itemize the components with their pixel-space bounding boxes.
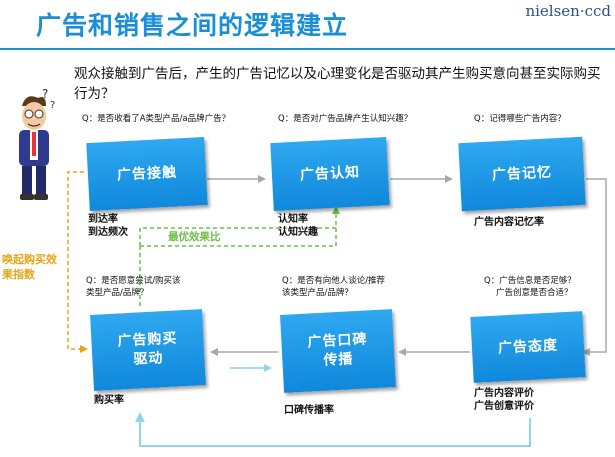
stage-contact-question: Q：是否收看了A类型产品/a品牌广告？ — [82, 114, 231, 124]
stage-box-label: 广告认知 — [299, 163, 361, 184]
best-effect-label: 最优效果比 — [168, 231, 221, 243]
stage-cognition-question: Q：是否对广告品牌产生认知兴趣？ — [278, 114, 413, 124]
stage-attitude-metric-2: 广告创意评价 — [474, 401, 534, 412]
stage-memory-metric-1: 广告内容记忆率 — [474, 217, 544, 228]
best-effect-dashed-line — [139, 212, 337, 246]
stage-box-word-of-mouth: 广告口碑 传播 — [280, 309, 396, 393]
stage-box-label-line-1: 广告购买 — [117, 330, 178, 350]
stage-box-ad-attitude: 广告态度 — [470, 311, 586, 383]
svg-text:?: ? — [42, 87, 48, 101]
title-divider — [0, 48, 615, 50]
stage-purchase-question-1: Q：是否愿意尝试/购买该 — [86, 276, 181, 286]
stage-attitude-question-2: 广告创意是否合适？ — [496, 288, 573, 298]
thinking-man-icon: ? ? — [19, 87, 55, 200]
stage-wom-metric-1: 口碑传播率 — [284, 405, 334, 416]
purchase-effect-index-label: 唤起购买效果指数 — [2, 253, 57, 281]
stage-contact-metric-2: 到达频次 — [88, 227, 128, 238]
stage-attitude-question-1: Q：广告信息是否足够？ — [484, 276, 576, 286]
stage-wom-question-2: 该类型产品/品牌？ — [282, 288, 353, 298]
page-title: 广告和销售之间的逻辑建立 — [36, 11, 349, 40]
stage-cognition-metric-2: 认知兴趣 — [278, 227, 318, 238]
stage-box-label: 广告记忆 — [491, 163, 553, 184]
stage-cognition-metric-1: 认知率 — [278, 214, 308, 225]
stage-box-label: 广告接触 — [116, 163, 178, 184]
stage-memory-question: Q：记得哪些广告内容？ — [474, 114, 566, 124]
stage-attitude-metric-1: 广告内容评价 — [474, 388, 534, 399]
stage-purchase-metric-1: 购买率 — [94, 395, 124, 406]
stage-contact-metric-1: 到达率 — [88, 214, 118, 225]
feedback-loop-line — [139, 418, 531, 447]
stage-purchase-question-2: 类型产品/品牌？ — [86, 288, 149, 298]
purchase-effect-dashed-line — [67, 171, 84, 350]
stage-box-ad-memory: 广告记忆 — [458, 136, 586, 212]
arrow-memory-to-attitude — [586, 178, 607, 353]
stage-box-label-line-2: 传播 — [323, 351, 354, 369]
stage-box-label-line-1: 广告口碑 — [307, 331, 368, 351]
brand-logo: nielsen·ccd — [525, 2, 611, 20]
stage-box-label-line-2: 驱动 — [133, 350, 164, 368]
stage-box-ad-contact: 广告接触 — [86, 136, 208, 212]
stage-box-purchase-drive: 广告购买 驱动 — [90, 309, 206, 391]
stage-box-label: 广告态度 — [497, 336, 559, 357]
stage-wom-question-1: Q：是否有向他人谈论/推荐 — [282, 276, 386, 286]
svg-text:?: ? — [50, 100, 55, 111]
stage-box-ad-cognition: 广告认知 — [270, 137, 390, 211]
main-question: 观众接触到广告后，产生的广告记忆以及心理变化是否驱动其产生购买意向甚至实际购买行… — [74, 66, 601, 102]
